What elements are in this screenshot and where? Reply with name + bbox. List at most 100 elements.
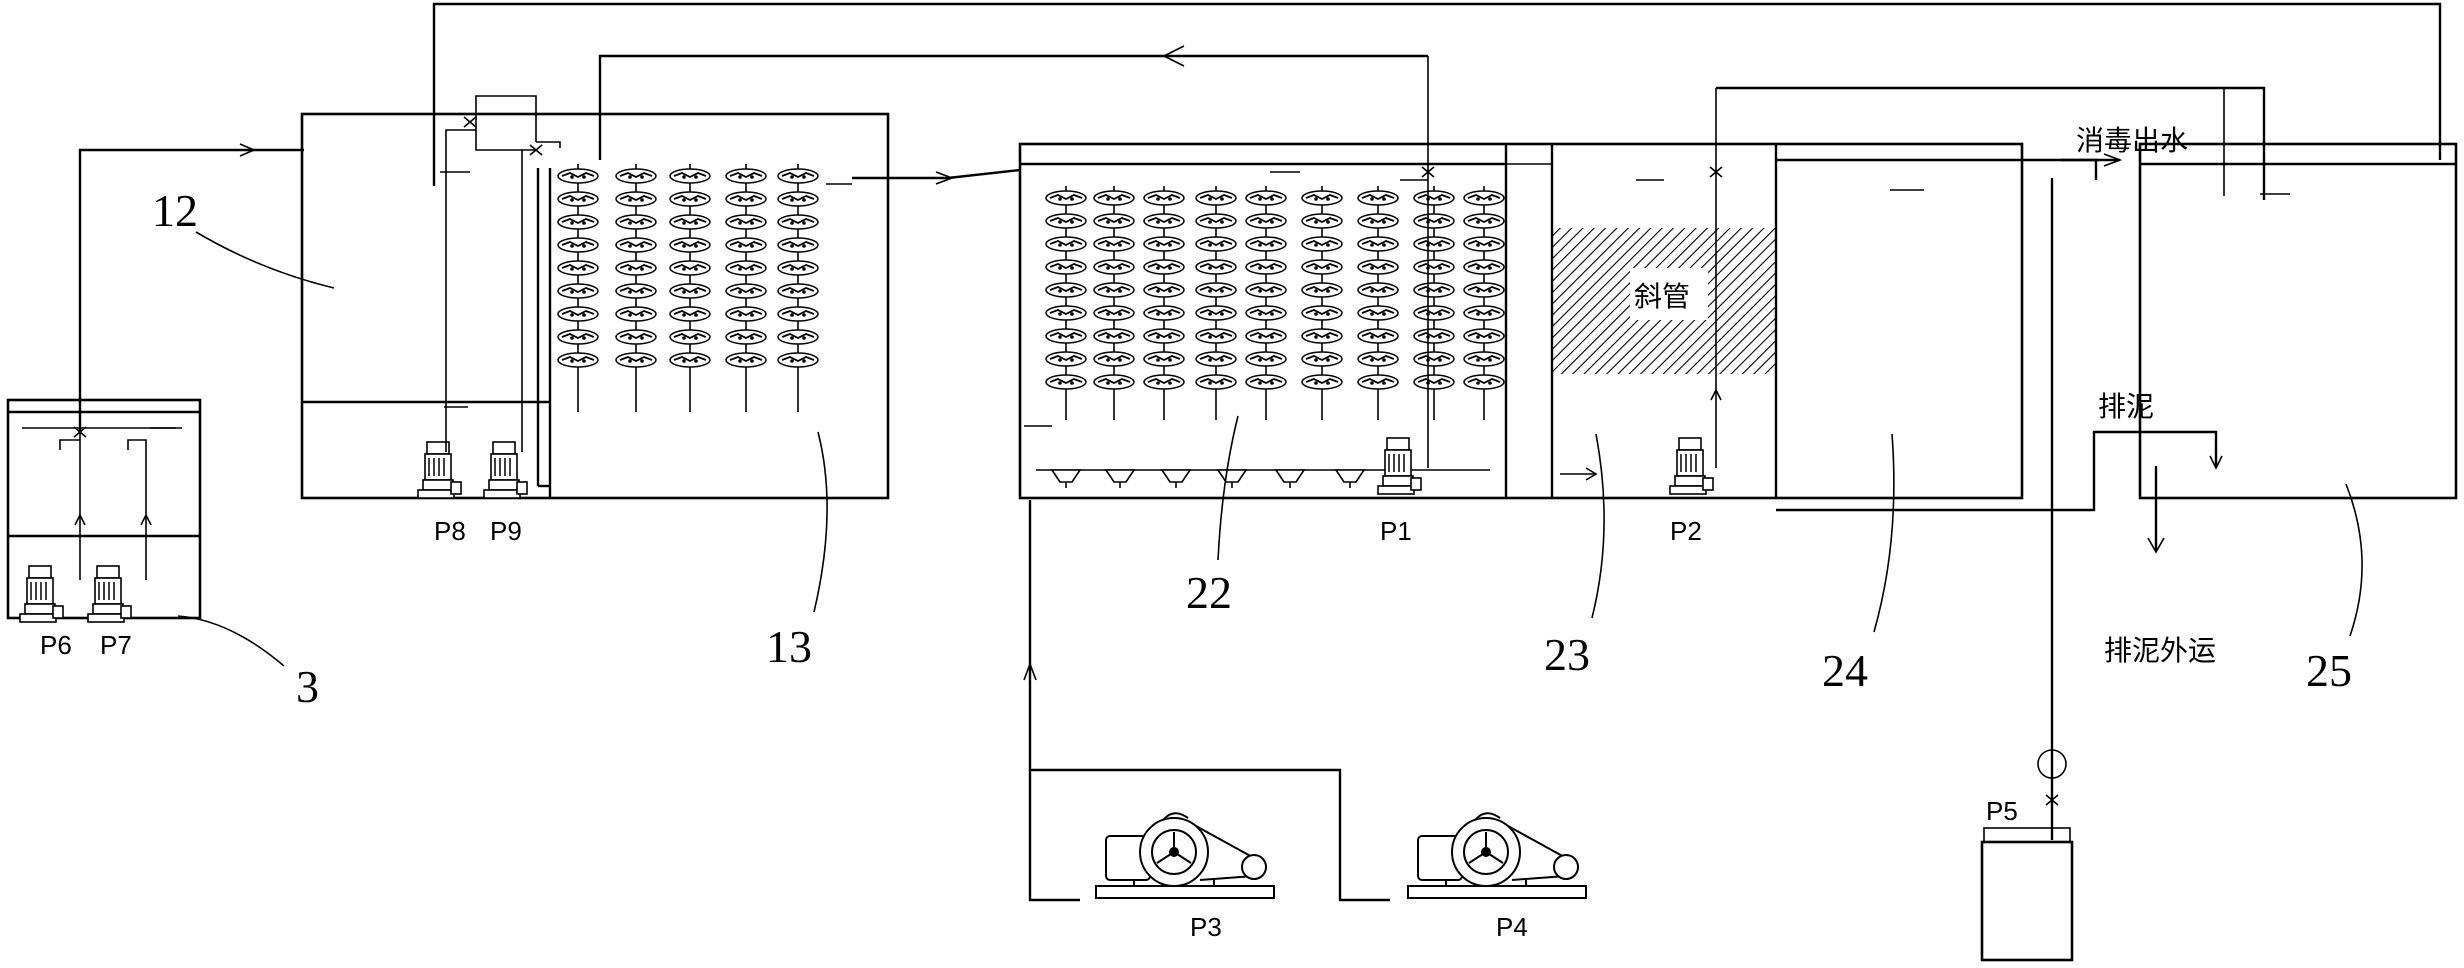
diffuser bbox=[1413, 213, 1455, 229]
diffuser bbox=[1045, 259, 1087, 275]
diffuser bbox=[1143, 305, 1185, 321]
diffuser bbox=[1093, 190, 1135, 206]
diffuser bbox=[669, 329, 711, 345]
diffuser bbox=[1301, 351, 1343, 367]
diffuser bbox=[1413, 351, 1455, 367]
diffuser bbox=[557, 191, 599, 207]
diffuser bbox=[615, 306, 657, 322]
diffuser bbox=[1463, 328, 1505, 344]
diffuser bbox=[1245, 259, 1287, 275]
diffuser bbox=[669, 283, 711, 299]
diffuser bbox=[557, 329, 599, 345]
diffuser bbox=[777, 191, 819, 207]
diffuser bbox=[777, 306, 819, 322]
diffuser bbox=[1463, 213, 1505, 229]
diffuser bbox=[557, 260, 599, 276]
diffuser bbox=[615, 283, 657, 299]
diffuser bbox=[1093, 259, 1135, 275]
label-p4: P4 bbox=[1496, 912, 1528, 942]
diffuser bbox=[1463, 259, 1505, 275]
diffuser bbox=[725, 168, 767, 184]
diffuser bbox=[1143, 259, 1185, 275]
label-sludge-external: 排泥外运 bbox=[2104, 634, 2216, 667]
diffuser bbox=[1045, 213, 1087, 229]
label-p2: P2 bbox=[1670, 516, 1702, 546]
tank-25 bbox=[2138, 142, 2458, 500]
label-disinfected-outlet: 消毒出水 bbox=[2076, 124, 2188, 157]
diffuser bbox=[1413, 374, 1455, 390]
diffuser bbox=[1463, 374, 1505, 390]
diffuser bbox=[1195, 213, 1237, 229]
diffuser bbox=[1093, 351, 1135, 367]
diffuser bbox=[725, 283, 767, 299]
diffuser bbox=[615, 260, 657, 276]
diffuser bbox=[725, 306, 767, 322]
diffuser bbox=[1463, 236, 1505, 252]
diffuser bbox=[777, 329, 819, 345]
callout-12: 12 bbox=[152, 185, 198, 236]
diffuser bbox=[1093, 374, 1135, 390]
diffuser bbox=[1045, 305, 1087, 321]
label-p3: P3 bbox=[1190, 912, 1222, 942]
callout-24: 24 bbox=[1822, 645, 1868, 696]
diffuser bbox=[1463, 282, 1505, 298]
diffuser bbox=[1195, 305, 1237, 321]
diffuser bbox=[1413, 190, 1455, 206]
diffuser bbox=[1245, 236, 1287, 252]
diffuser bbox=[615, 237, 657, 253]
diffuser bbox=[1357, 351, 1399, 367]
diffuser bbox=[777, 352, 819, 368]
diffuser bbox=[1245, 374, 1287, 390]
diffuser bbox=[669, 260, 711, 276]
diffuser bbox=[1195, 328, 1237, 344]
label-p7: P7 bbox=[100, 630, 132, 660]
diffuser bbox=[1245, 305, 1287, 321]
diffuser bbox=[1093, 305, 1135, 321]
diffuser bbox=[1463, 190, 1505, 206]
diffuser bbox=[1301, 213, 1343, 229]
diffuser bbox=[1413, 282, 1455, 298]
diffuser bbox=[725, 260, 767, 276]
diffuser bbox=[1143, 190, 1185, 206]
diffuser bbox=[725, 237, 767, 253]
diffuser bbox=[1045, 328, 1087, 344]
diffuser bbox=[1357, 328, 1399, 344]
label-p5: P5 bbox=[1986, 796, 2018, 826]
diffuser bbox=[557, 237, 599, 253]
blower-p4 bbox=[1407, 812, 1587, 899]
diffuser bbox=[1301, 259, 1343, 275]
label-p8: P8 bbox=[434, 516, 466, 546]
diffuser bbox=[777, 260, 819, 276]
diffuser bbox=[1195, 190, 1237, 206]
diffuser-grid-13 bbox=[557, 164, 819, 412]
label-p6: P6 bbox=[40, 630, 72, 660]
diffuser bbox=[1301, 282, 1343, 298]
diffuser bbox=[1413, 259, 1455, 275]
blower-p3 bbox=[1095, 812, 1275, 899]
diffuser bbox=[1143, 213, 1185, 229]
diffuser bbox=[1463, 305, 1505, 321]
diffuser bbox=[1357, 259, 1399, 275]
diffuser bbox=[1357, 374, 1399, 390]
callout-3: 3 bbox=[296, 661, 319, 712]
callout-13: 13 bbox=[766, 621, 812, 672]
diffuser bbox=[777, 168, 819, 184]
diffuser bbox=[557, 352, 599, 368]
diffuser bbox=[1093, 213, 1135, 229]
diffuser bbox=[557, 214, 599, 230]
diffuser-grid-22 bbox=[1045, 186, 1505, 420]
diffuser bbox=[615, 329, 657, 345]
diffuser bbox=[1195, 259, 1237, 275]
diffuser bbox=[777, 237, 819, 253]
diffuser bbox=[669, 191, 711, 207]
diffuser bbox=[1413, 305, 1455, 321]
diffuser bbox=[1245, 213, 1287, 229]
diffuser bbox=[1413, 328, 1455, 344]
diffuser bbox=[1143, 282, 1185, 298]
diffuser bbox=[1045, 190, 1087, 206]
diffuser bbox=[1143, 236, 1185, 252]
diffuser bbox=[1463, 351, 1505, 367]
diffuser bbox=[1301, 305, 1343, 321]
diffuser bbox=[1143, 351, 1185, 367]
diffuser bbox=[1143, 374, 1185, 390]
